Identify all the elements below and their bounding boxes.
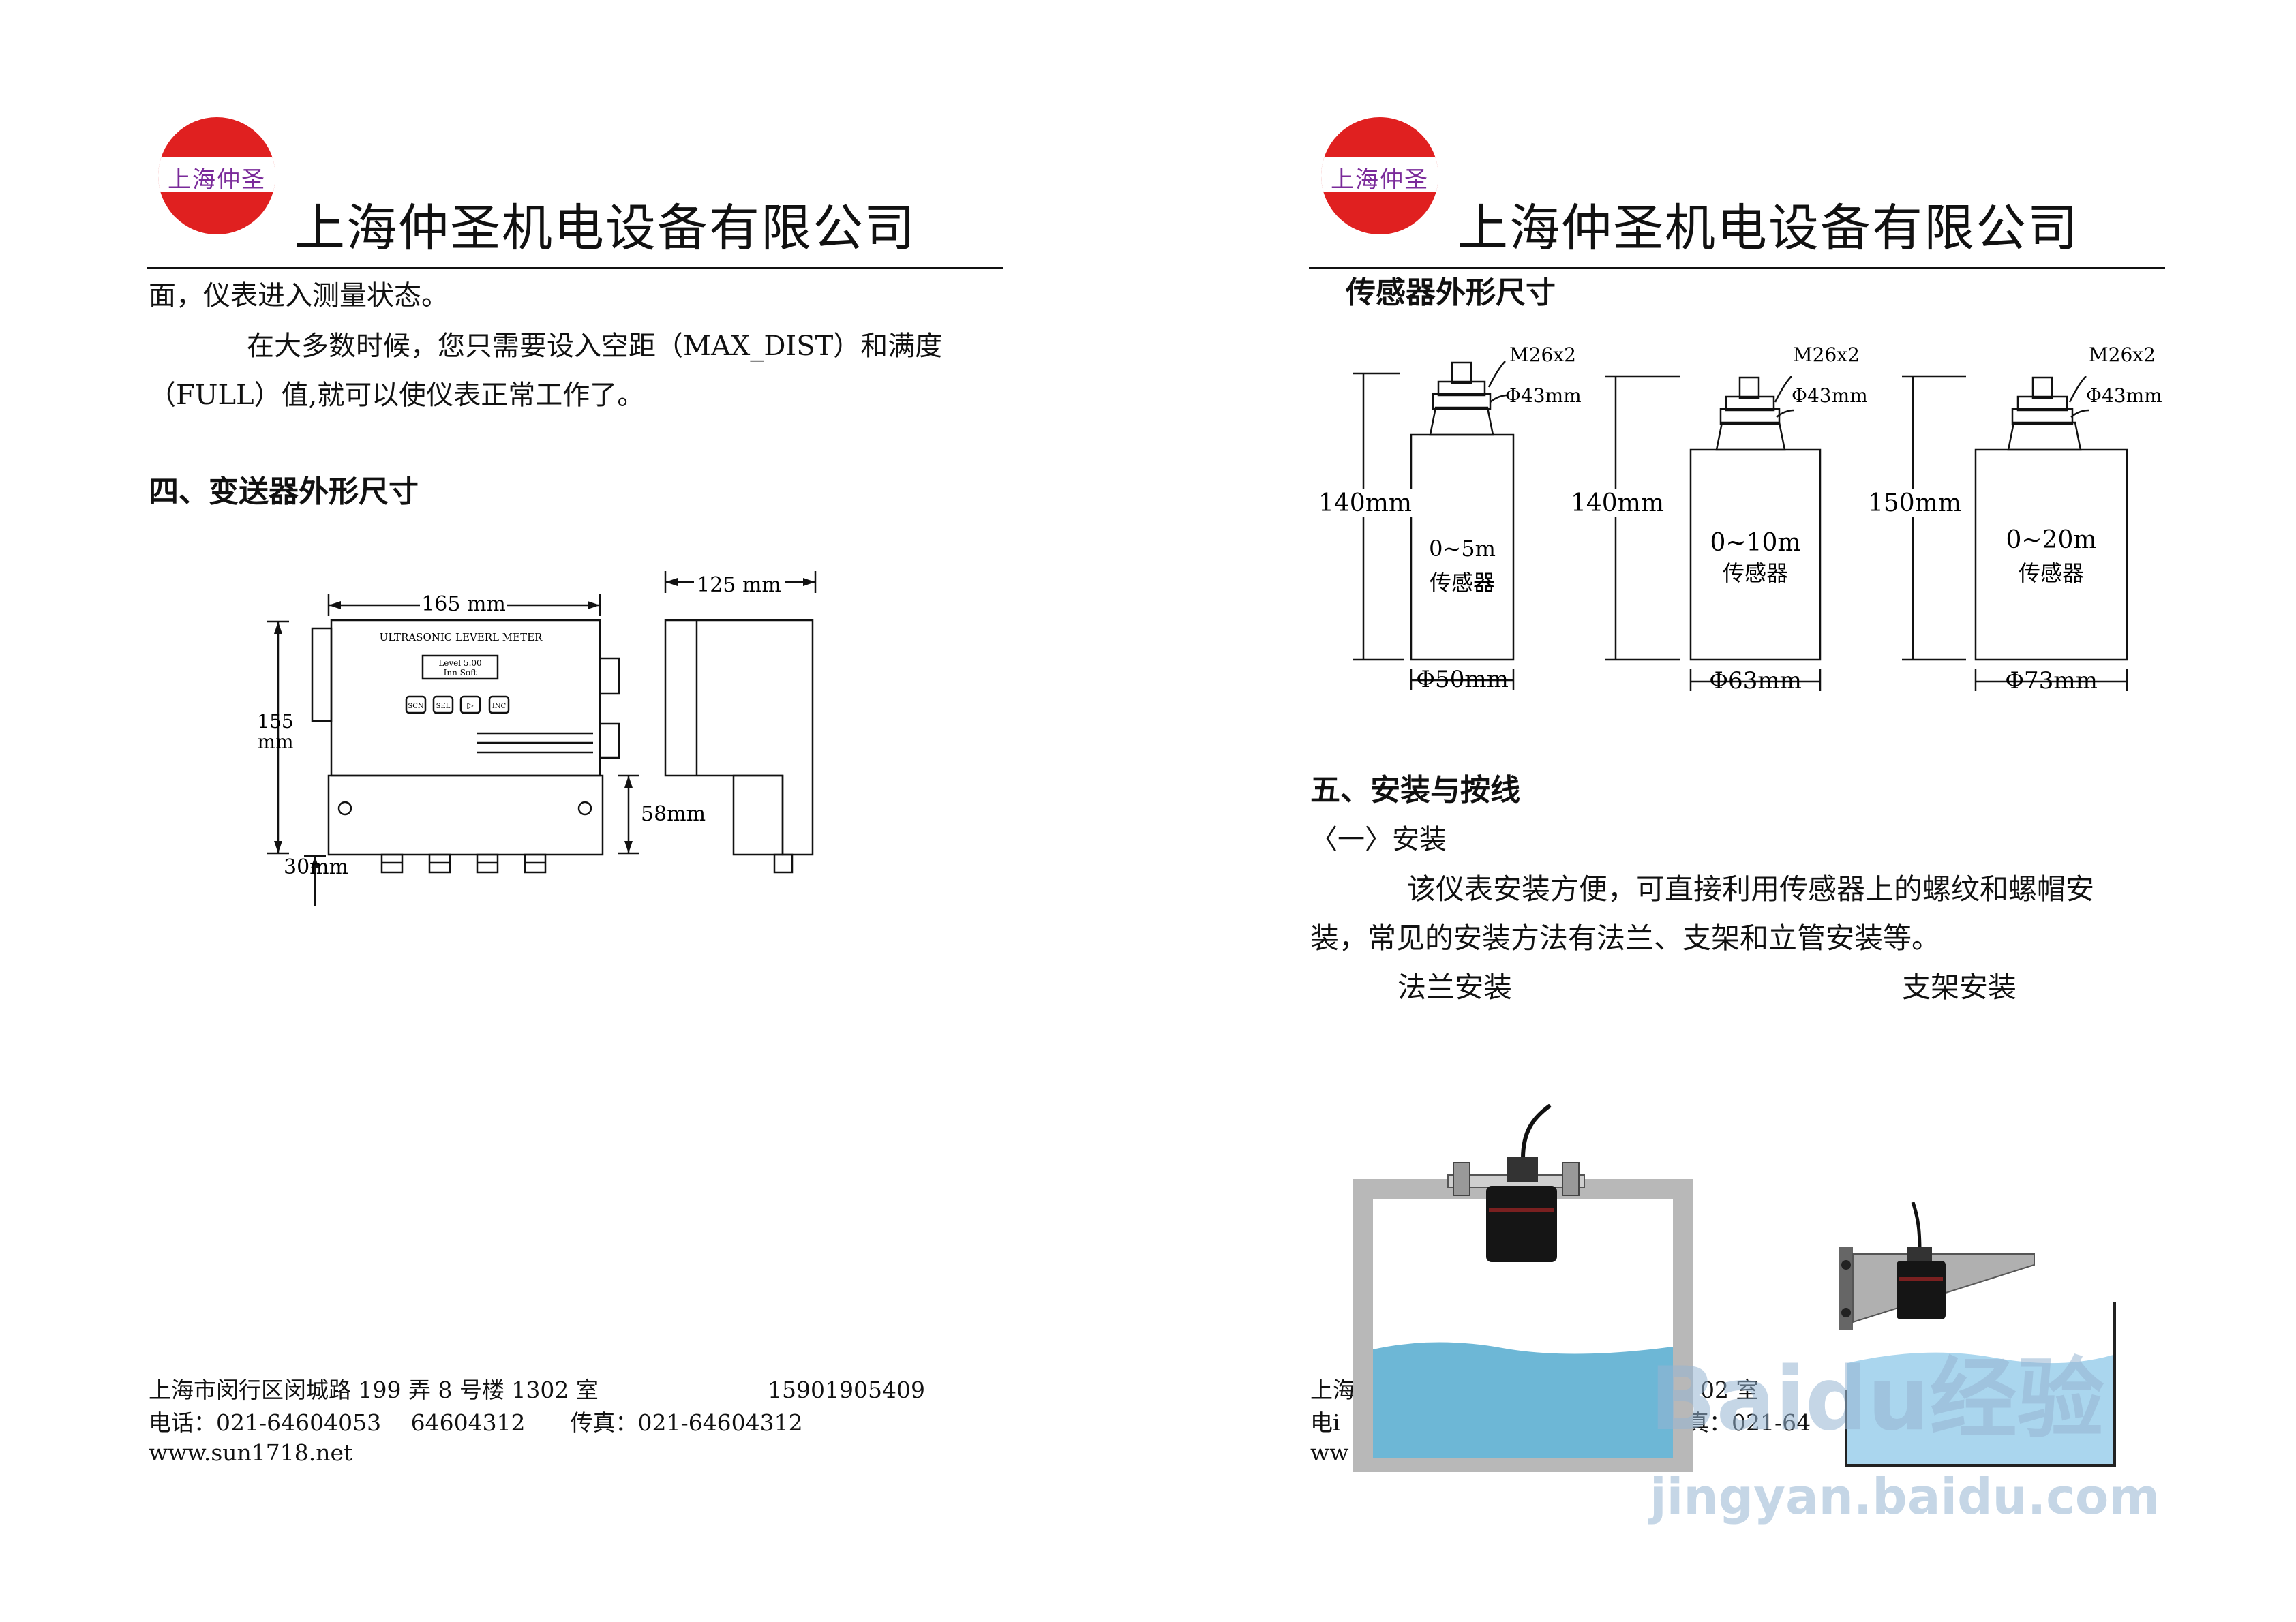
display-line-2: Inn Soft bbox=[444, 668, 477, 677]
sensor-1-diameter: Φ50mm bbox=[1416, 666, 1509, 693]
button-inc: INC bbox=[492, 703, 507, 710]
header-rule bbox=[1309, 267, 2165, 269]
sensor-3-name: 传感器 bbox=[2019, 560, 2084, 586]
footer-fragment-5: 真：021-64 bbox=[1687, 1409, 1811, 1436]
sensor-1-thread: M26x2 bbox=[1509, 343, 1576, 366]
sensor-2-height: 140mm bbox=[1571, 489, 1664, 517]
sensor-3-height: 150mm bbox=[1868, 489, 1961, 517]
sensor-3-range: 0~20m bbox=[2006, 526, 2096, 554]
company-logo: 上海仲圣 bbox=[158, 117, 275, 234]
button-scn: SCN bbox=[408, 703, 424, 710]
height-label-value: 155 bbox=[257, 710, 293, 733]
sensor-2-diameter: Φ63mm bbox=[1709, 667, 1802, 694]
sensor-3-thread: M26x2 bbox=[2089, 343, 2156, 366]
paragraph-1: 面，仪表进入测量状态。 bbox=[149, 280, 449, 311]
right-page: 上海仲圣 上海仲圣机电设备有限公司 传感器外形尺寸 bbox=[1148, 0, 2296, 1622]
sensor-1-nut: Φ43mm bbox=[1505, 384, 1582, 407]
sensor-2-range: 0~10m bbox=[1710, 529, 1800, 557]
depth-label: 125 mm bbox=[697, 573, 781, 597]
flange-caption: 法兰安装 bbox=[1398, 970, 1513, 1004]
logo-text: 上海仲圣 bbox=[1331, 166, 1429, 194]
logo-text: 上海仲圣 bbox=[168, 166, 266, 194]
sensor-1-range: 0~5m bbox=[1429, 536, 1496, 562]
install-subsection: 〈一〉安装 bbox=[1310, 824, 1447, 855]
left-page: 上海仲圣 上海仲圣机电设备有限公司 面，仪表进入测量状态。 在大多数时候，您只需… bbox=[147, 117, 1003, 1466]
button-sel: SEL bbox=[436, 703, 451, 710]
footer-address: 上海市闵行区闵城路 199 弄 8 号楼 1302 室 bbox=[149, 1377, 599, 1403]
panel-title: ULTRASONIC LEVERL METER bbox=[380, 631, 543, 643]
baidu-watermark-url: jingyan.baidu.com bbox=[1650, 1468, 2160, 1525]
transmitter-drawing: 165 mm 125 mm 155 mm 58mm 30mm ULTRASONI… bbox=[257, 571, 817, 906]
sensor-2-name: 传感器 bbox=[1723, 560, 1788, 586]
header-rule bbox=[147, 267, 1003, 269]
sensor-drawings: M26x2 Φ43mm 140mm 0~5m 传感器 Φ50mm M26x2 Φ… bbox=[1316, 343, 2162, 694]
company-name: 上海仲圣机电设备有限公司 bbox=[294, 199, 916, 258]
footer-fragment-2: 电i bbox=[1310, 1409, 1340, 1436]
sensor-2-nut: Φ43mm bbox=[1792, 384, 1868, 407]
company-logo: 上海仲圣 bbox=[1321, 117, 1438, 234]
footer-mobile: 15901905409 bbox=[768, 1377, 925, 1403]
footer-fragment-4: 02 室 bbox=[1700, 1377, 1759, 1403]
paragraph-2-line-1: 在大多数时候，您只需要设入空距（MAX_DIST）和满度 bbox=[247, 331, 943, 362]
sensor-1-name: 传感器 bbox=[1430, 570, 1495, 596]
bracket-caption: 支架安装 bbox=[1902, 970, 2017, 1004]
lower-box-label: 58mm bbox=[641, 802, 706, 826]
footer-website: www.sun1718.net bbox=[149, 1439, 353, 1466]
baidu-watermark-brand: Baidu经验 bbox=[1650, 1349, 2104, 1450]
display-line-1: Level 5.00 bbox=[438, 658, 481, 668]
sensor-dimensions-title: 传感器外形尺寸 bbox=[1346, 275, 1556, 310]
section-4-title: 四、变送器外形尺寸 bbox=[149, 474, 419, 509]
button-next: ▷ bbox=[467, 701, 474, 710]
sensor-3-nut: Φ43mm bbox=[2086, 384, 2162, 407]
flange-installation-illustration bbox=[1353, 1104, 1693, 1472]
footer-fragment-1: 上海 bbox=[1310, 1377, 1355, 1403]
bracket-installation-illustration bbox=[1839, 1202, 2116, 1467]
height-label-unit: mm bbox=[257, 731, 293, 753]
install-line-1: 该仪表安装方便，可直接利用传感器上的螺纹和螺帽安 bbox=[1407, 872, 2095, 906]
sensor-1-height: 140mm bbox=[1318, 489, 1412, 517]
section-5-title: 五、安装与按线 bbox=[1310, 773, 1520, 808]
install-line-2: 装，常见的安装方法有法兰、支架和立管安装等。 bbox=[1310, 921, 1941, 955]
company-name: 上海仲圣机电设备有限公司 bbox=[1457, 199, 2079, 258]
footer-fragment-3: ww bbox=[1310, 1439, 1349, 1466]
bottom-label: 30mm bbox=[284, 855, 348, 879]
width-label: 165 mm bbox=[421, 592, 506, 616]
sensor-3-diameter: Φ73mm bbox=[2005, 667, 2098, 694]
sensor-2-thread: M26x2 bbox=[1793, 343, 1860, 366]
paragraph-2-line-2: （FULL）值,就可以使仪表正常工作了。 bbox=[149, 380, 645, 411]
footer-phone: 电话：021-64604053 64604312 传真：021-64604312 bbox=[149, 1409, 803, 1436]
